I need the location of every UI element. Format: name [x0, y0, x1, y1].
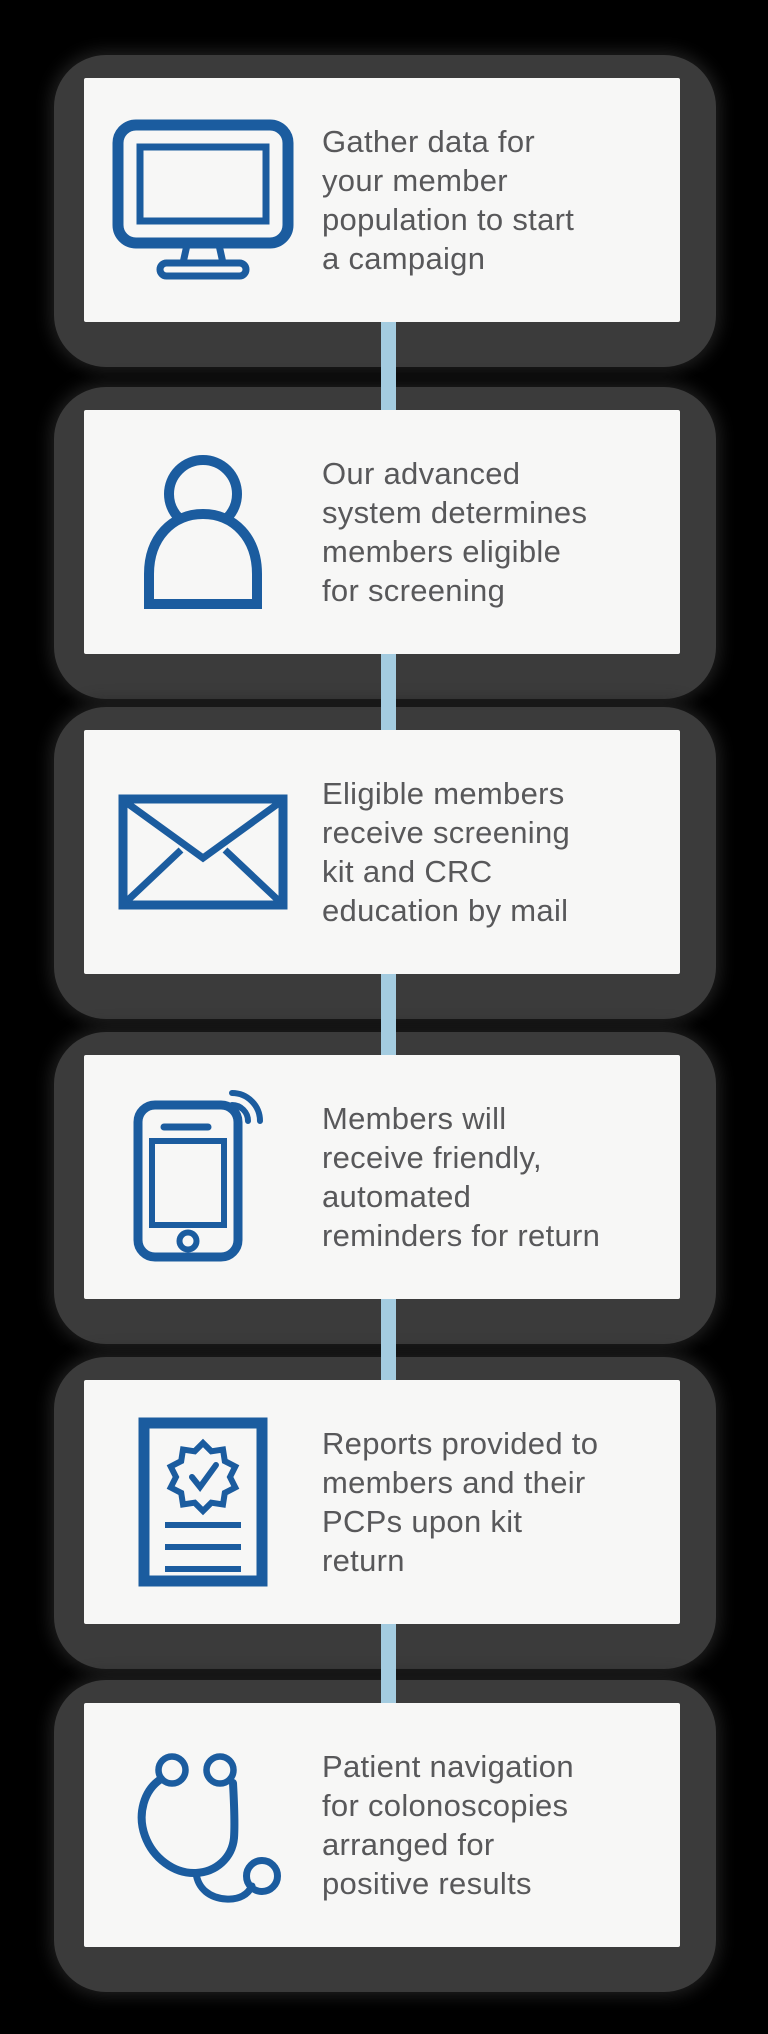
- step-4-card-shell: Members will receive friendly, automated…: [54, 1032, 716, 1344]
- step-3-text: Eligible members receive screening kit a…: [322, 776, 571, 928]
- step-1-text: Gather data for your member population t…: [322, 124, 575, 276]
- step-2-card-shell: Our advanced system determines members e…: [54, 387, 716, 699]
- envelope-icon: [84, 794, 322, 910]
- report-icon: [84, 1417, 322, 1587]
- connector-line-4: [381, 1293, 396, 1386]
- stethoscope-icon: [84, 1746, 322, 1904]
- step-5-card-shell: Reports provided to members and their PC…: [54, 1357, 716, 1669]
- step-2-card: Our advanced system determines members e…: [84, 410, 680, 654]
- step-3-card: Eligible members receive screening kit a…: [84, 730, 680, 974]
- person-icon: [84, 452, 322, 612]
- connector-line-5: [381, 1618, 396, 1709]
- connector-line-2: [381, 648, 396, 736]
- step-5-card: Reports provided to members and their PC…: [84, 1380, 680, 1624]
- step-3-card-shell: Eligible members receive screening kit a…: [54, 707, 716, 1019]
- connector-line-3: [381, 968, 396, 1061]
- step-6-text: Patient navigation for colonoscopies arr…: [322, 1749, 574, 1901]
- step-4-text: Members will receive friendly, automated…: [322, 1101, 601, 1253]
- monitor-icon: [84, 119, 322, 281]
- step-2-text: Our advanced system determines members e…: [322, 456, 588, 608]
- step-4-card: Members will receive friendly, automated…: [84, 1055, 680, 1299]
- step-6-card: Patient navigation for colonoscopies arr…: [84, 1703, 680, 1947]
- step-5-text: Reports provided to members and their PC…: [322, 1426, 599, 1578]
- step-6-card-shell: Patient navigation for colonoscopies arr…: [54, 1680, 716, 1992]
- step-1-card: Gather data for your member population t…: [84, 78, 680, 322]
- connector-line-1: [381, 316, 396, 416]
- step-1-card-shell: Gather data for your member population t…: [54, 55, 716, 367]
- phone-icon: [84, 1090, 322, 1264]
